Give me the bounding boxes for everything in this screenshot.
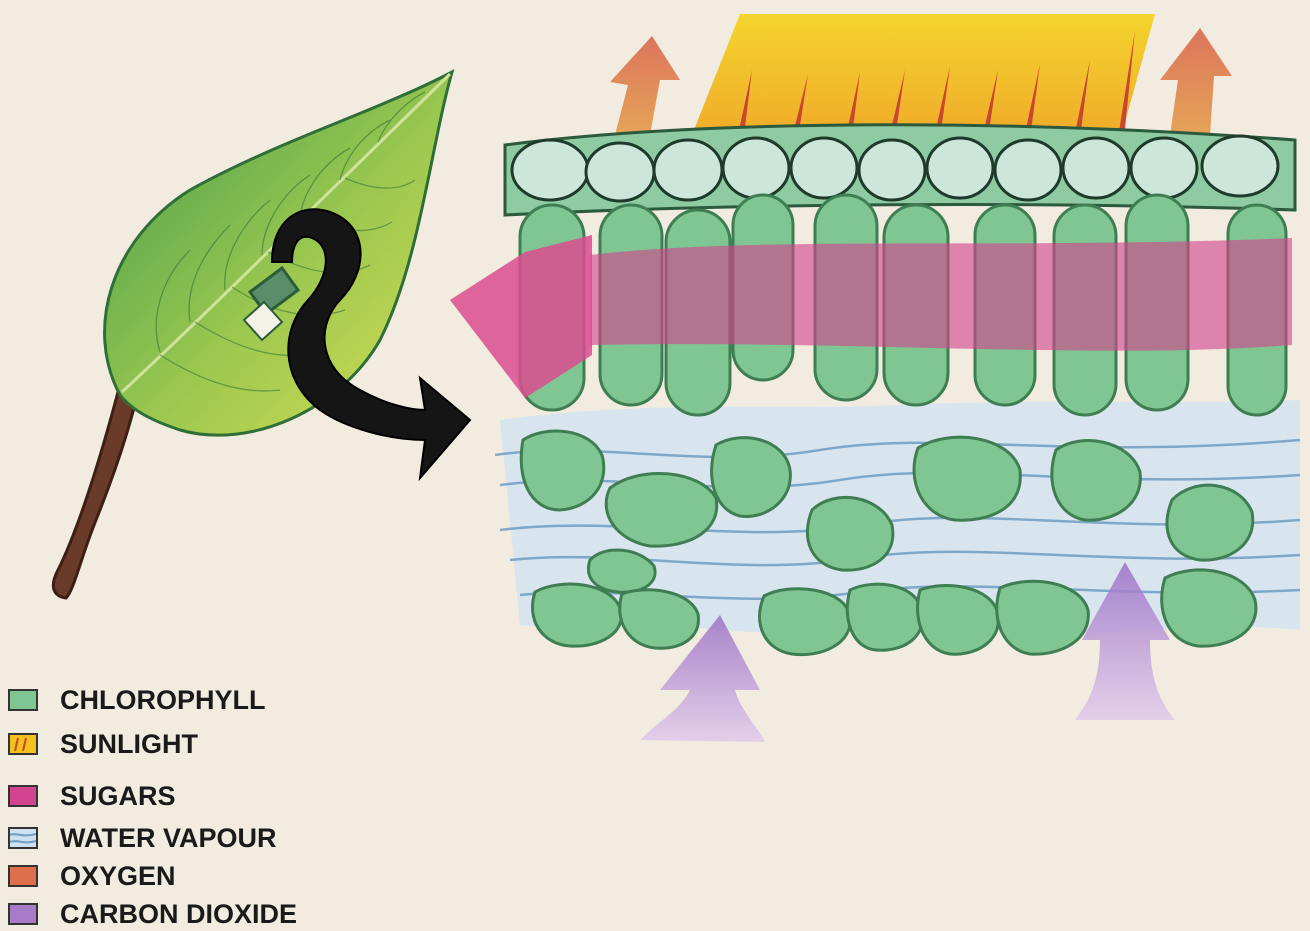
oxygen-arrow-right: [1160, 28, 1232, 135]
oxygen-swatch: [8, 865, 38, 887]
sunlight-swatch: [8, 733, 38, 755]
leaf: [53, 72, 452, 598]
legend-label: OXYGEN: [60, 861, 176, 892]
legend-item-chlorophyll: CHLOROPHYLL: [8, 684, 266, 716]
oxygen-arrow-left: [610, 36, 680, 135]
legend-label: CHLOROPHYLL: [60, 685, 266, 716]
carbon-dioxide-swatch: [8, 903, 38, 925]
water-vapour-swatch: [8, 827, 38, 849]
leaf-stem: [53, 392, 136, 598]
legend-item-sunlight: SUNLIGHT: [8, 728, 198, 760]
sunlight-beam: [690, 14, 1155, 140]
sugars-swatch: [8, 785, 38, 807]
legend-label: CARBON DIOXIDE: [60, 899, 297, 930]
legend-item-water-vapour: WATER VAPOUR: [8, 822, 277, 854]
legend-label: WATER VAPOUR: [60, 823, 277, 854]
chlorophyll-swatch: [8, 689, 38, 711]
legend-item-oxygen: OXYGEN: [8, 860, 176, 892]
legend-item-carbon-dioxide: CARBON DIOXIDE: [8, 898, 297, 930]
legend-item-sugars: SUGARS: [8, 780, 176, 812]
legend-label: SUGARS: [60, 781, 176, 812]
legend-label: SUNLIGHT: [60, 729, 198, 760]
